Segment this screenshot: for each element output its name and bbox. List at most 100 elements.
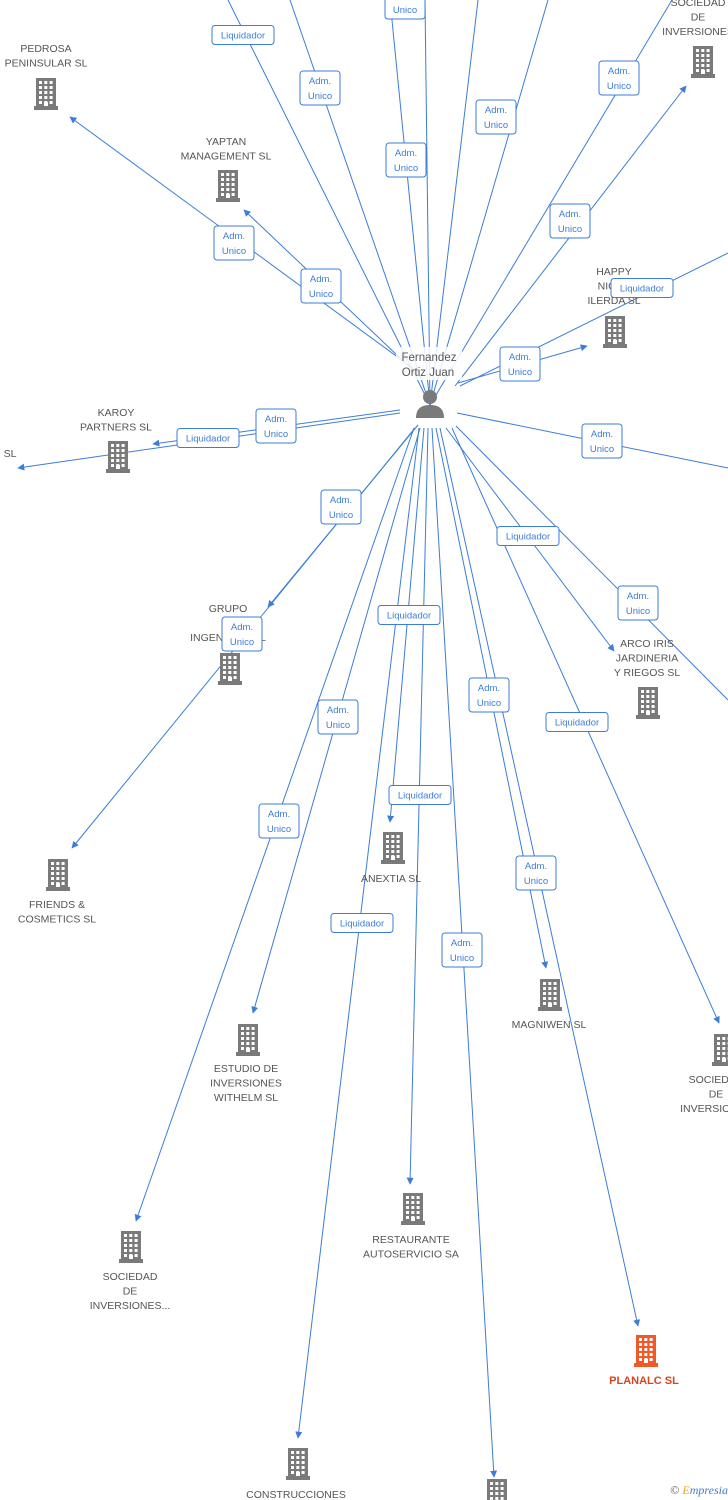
edge-line xyxy=(227,0,431,406)
building-icon xyxy=(401,1193,425,1225)
relation-label-text: Unico xyxy=(558,224,582,235)
relation-label[interactable]: Adm.Unico xyxy=(300,268,342,304)
relation-label-text: Adm. xyxy=(559,209,581,220)
relation-label[interactable]: Liquidador xyxy=(496,526,560,546)
relation-label[interactable]: Liquidador xyxy=(211,25,275,45)
relation-label-text: Adm. xyxy=(451,938,473,949)
company-name-line: COSMETICS SL xyxy=(18,914,96,926)
relation-label[interactable]: Adm.Unico xyxy=(384,0,426,20)
relation-label-text: Adm. xyxy=(509,352,531,363)
company-node-restaurante[interactable]: RESTAURANTE AUTOSERVICIO SA xyxy=(363,1193,459,1261)
company-name-line: DE xyxy=(123,1286,138,1298)
company-name-line: DE xyxy=(691,12,706,24)
relation-label[interactable]: Liquidador xyxy=(176,428,240,448)
company-node-construcciones[interactable]: CONSTRUCCIONES xyxy=(246,1448,346,1500)
relation-label-box xyxy=(598,60,640,96)
relation-label-box xyxy=(211,25,275,45)
building-icon xyxy=(119,1231,143,1263)
relation-label[interactable]: Adm.Unico xyxy=(441,932,483,968)
relation-label[interactable]: Adm.Unico xyxy=(213,225,255,261)
building-icon xyxy=(634,1335,658,1367)
relation-label-box xyxy=(581,423,623,459)
relation-label-text: Unico xyxy=(477,698,501,709)
building-icon xyxy=(216,170,240,202)
relation-label-text: Liquidador xyxy=(620,284,664,295)
relation-label-box xyxy=(299,70,341,106)
company-name-line: MAGNIWEN SL xyxy=(512,1019,587,1031)
relation-label-box xyxy=(617,585,659,621)
company-name-line: INVERSIONES xyxy=(210,1078,282,1090)
relation-label[interactable]: Adm.Unico xyxy=(515,855,557,891)
company-name-line: KAROY xyxy=(98,407,135,419)
relation-label[interactable]: Adm.Unico xyxy=(255,408,297,444)
relation-label-box xyxy=(255,408,297,444)
relation-label[interactable]: Liquidador xyxy=(388,785,452,805)
relation-label-text: Adm. xyxy=(309,76,331,87)
company-node-planalc[interactable]: PLANALC SL xyxy=(609,1335,679,1387)
company-node-magniwen[interactable]: MAGNIWEN SL xyxy=(512,979,587,1031)
relation-label[interactable]: Adm.Unico xyxy=(258,803,300,839)
relation-label[interactable]: Adm.Unico xyxy=(598,60,640,96)
company-node-sociedad-bottom[interactable]: SOCIEDADDEINVERSIONES... xyxy=(90,1231,171,1312)
building-icon xyxy=(487,1479,507,1500)
relation-label-box xyxy=(441,932,483,968)
relation-label-text: Unico xyxy=(222,246,246,257)
relation-label-text: Liquidador xyxy=(398,791,442,802)
relation-label[interactable]: Adm. Unico xyxy=(549,203,591,239)
relation-label-text: Unico xyxy=(393,5,417,16)
relation-label-text: Liquidador xyxy=(340,919,384,930)
copyright-symbol: © xyxy=(670,1483,680,1497)
relation-label[interactable]: Adm.Unico xyxy=(499,346,541,382)
company-name-line: DE xyxy=(709,1089,724,1101)
company-name-line: SL xyxy=(4,448,17,460)
company-node-friends[interactable]: FRIENDS &COSMETICS SL xyxy=(18,859,96,926)
company-node-anextia[interactable]: ANEXTIA SL xyxy=(361,832,421,885)
relation-label-text: Liquidador xyxy=(387,611,431,622)
edge-line xyxy=(406,427,429,1185)
edge-line xyxy=(389,0,431,406)
relation-label[interactable]: Adm.Unico xyxy=(221,616,263,652)
relation-label[interactable]: Adm.Unico xyxy=(581,423,623,459)
company-name-line: SOCIEDAD xyxy=(103,1271,158,1283)
relation-label-text: Unico xyxy=(524,876,548,887)
relation-label-box xyxy=(377,605,441,625)
relation-label-text: Unico xyxy=(308,91,332,102)
relation-label[interactable]: Adm.Unico xyxy=(385,142,427,178)
company-node-left-sl[interactable]: SL xyxy=(4,448,17,460)
relation-label[interactable]: Adm. Unico xyxy=(468,677,510,713)
relation-label-text: Liquidador xyxy=(186,434,230,445)
relation-label[interactable]: Adm.Unico xyxy=(317,699,359,735)
building-icon xyxy=(691,46,715,78)
company-name-line: Y RIEGOS SL xyxy=(614,667,680,679)
building-icon xyxy=(538,979,562,1011)
relation-label-box xyxy=(496,526,560,546)
relation-label-text: Adm. xyxy=(268,809,290,820)
company-node-bottom-right[interactable] xyxy=(485,1479,509,1500)
relation-label[interactable]: Adm.Unico xyxy=(475,99,517,135)
relation-label[interactable]: Adm. Unico xyxy=(299,70,341,106)
company-name-line: JARDINERIA xyxy=(616,653,678,665)
relation-label-text: Unico xyxy=(264,429,288,440)
relation-label[interactable]: Liquidador xyxy=(377,605,441,625)
relation-label-text: Unico xyxy=(329,510,353,521)
relation-label-text: Unico xyxy=(394,163,418,174)
company-name-line: AUTOSERVICIO SA xyxy=(363,1249,459,1261)
relation-label-text: Adm. xyxy=(478,683,500,694)
relation-label[interactable]: Liquidador xyxy=(610,278,674,298)
relation-label[interactable]: Liquidador xyxy=(545,712,609,732)
relation-label-box xyxy=(468,677,510,713)
relation-label-box xyxy=(317,699,359,735)
relation-label[interactable]: Adm.Unico xyxy=(320,489,362,525)
company-name-line: RESTAURANTE xyxy=(372,1234,449,1246)
relation-label[interactable]: Adm.Unico xyxy=(617,585,659,621)
relation-label[interactable]: Liquidador xyxy=(330,913,394,933)
